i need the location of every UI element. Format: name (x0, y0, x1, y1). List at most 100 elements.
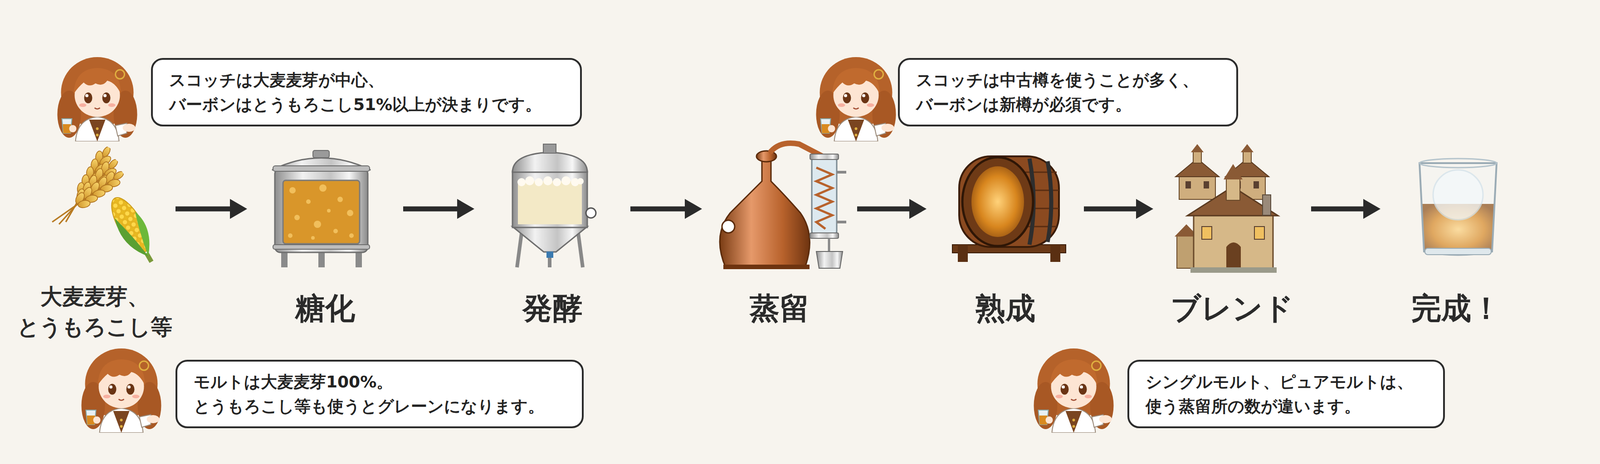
distillery-buildings-icon (1193, 151, 1202, 164)
pot-still-icon (816, 251, 843, 269)
distillery-buildings-icon (1179, 174, 1216, 200)
fermenter-icon (512, 171, 588, 228)
mash-tun-icon (282, 180, 360, 244)
mash-tun-icon (311, 236, 315, 240)
fermenter-icon (525, 176, 535, 186)
arrow-head (1363, 199, 1381, 220)
step-label: 蒸留 (749, 290, 810, 327)
fermenter-icon (512, 144, 596, 268)
process-step: ブレンド (1153, 136, 1312, 327)
distillery-buildings-icon (1226, 177, 1240, 201)
whisky-glass-icon (1424, 248, 1492, 255)
barrel-icon (962, 157, 1034, 247)
pot-still-icon (809, 154, 839, 160)
mash-tun-icon (273, 165, 370, 172)
flow-arrow (630, 199, 703, 220)
pot-still-icon (836, 220, 847, 224)
fermenter-icon (534, 178, 543, 187)
whisky-glass-icon (1419, 158, 1497, 168)
arrow-head (684, 199, 703, 220)
barrel-icon (1050, 244, 1061, 263)
fermenter-icon (512, 226, 588, 253)
process-step: 蒸留 (702, 136, 858, 327)
pot-still-icon (719, 156, 810, 268)
distillery-buildings-icon (1201, 226, 1212, 240)
process-step: 大麦麦芽、 とうもろこし等 (13, 136, 176, 343)
distillery-buildings-icon (1223, 164, 1243, 180)
step-label: ブレンド (1170, 290, 1294, 327)
mash-tun-icon (306, 199, 311, 205)
bubble-text: スコッチは大麦麦芽が中心、 バーボンはとうもろこし51%以上が決まりです。 (169, 68, 567, 118)
arrow-shaft (175, 206, 230, 212)
fermenter-icon (512, 152, 588, 173)
pot-still-icon (811, 156, 837, 236)
process-step: 完成！ (1380, 136, 1532, 327)
fermenter-icon (543, 176, 553, 186)
distillery-buildings-icon (1240, 144, 1254, 153)
fermenter-icon (517, 178, 526, 187)
mash-tun-icon (287, 233, 293, 239)
mash-tun-icon (312, 150, 330, 158)
pot-still-icon (836, 170, 847, 174)
fermenter-icon (517, 233, 522, 268)
mash-tun-icon (346, 209, 354, 217)
pot-still-icon (809, 233, 839, 239)
pot-still-icon (828, 238, 831, 253)
flow-arrow (1083, 199, 1154, 220)
arrow-shaft (630, 206, 685, 212)
fermenter-icon (517, 176, 584, 187)
mash-tun-icon (273, 244, 370, 250)
guide-character (81, 348, 162, 434)
corn-icon (125, 210, 160, 257)
mash-tun-icon (319, 184, 327, 192)
flow-arrow (857, 199, 927, 220)
distillery-buildings-icon (1193, 213, 1274, 269)
arrow-shaft (857, 206, 910, 212)
mash-tun-icon (294, 214, 300, 221)
distillery-buildings-icon (1190, 144, 1204, 153)
fermenter-icon (546, 251, 554, 259)
fermenter-icon (577, 178, 584, 185)
pot-still-icon (719, 143, 847, 270)
speech-bubble: シングルモルト、ピュアモルトは、 使う蒸留所の数が違います。 (1127, 360, 1445, 429)
fermenter-icon (543, 144, 557, 154)
speech-bubble: スコッチは大麦麦芽が中心、 バーボンはとうもろこし51%以上が決まりです。 (151, 58, 582, 127)
flow-arrow (175, 199, 248, 220)
mash-tun-icon (333, 229, 338, 234)
whisky-glass-icon (1419, 163, 1497, 256)
arrow-head (229, 199, 248, 220)
bubble-text: シングルモルト、ピュアモルトは、 使う蒸留所の数が違います。 (1145, 370, 1430, 420)
distillery-buildings-icon (1243, 151, 1252, 164)
arrow-shaft (403, 206, 458, 212)
fermenter-icon (561, 176, 571, 186)
flow-arrow (403, 199, 475, 220)
step-label: 発酵 (522, 290, 583, 327)
mash-tun-icon (272, 150, 371, 268)
mash-tun-icon (326, 209, 331, 213)
step-label: 熟成 (975, 290, 1036, 327)
pot-still-icon (721, 220, 735, 234)
distillery-buildings-icon (1190, 267, 1277, 274)
mash-tun-icon (289, 187, 296, 194)
corn-icon (103, 191, 163, 269)
mash-tun-icon (287, 184, 354, 240)
bubble-text: モルトは大麦麦芽100%。 とうもろこし等も使うとグレーンになります。 (193, 370, 569, 420)
process-step: 糖化 (247, 136, 404, 327)
arrow-head (1136, 199, 1154, 220)
barrel-icon (1047, 161, 1052, 243)
fermenter-icon (585, 208, 596, 219)
guide-character (1034, 348, 1114, 434)
guide-character (816, 57, 897, 142)
distillery-buildings-icon (1254, 226, 1265, 240)
distillery-buildings-icon (1253, 181, 1259, 189)
arrow-head (457, 199, 475, 220)
arrow-shaft (1311, 206, 1364, 212)
distillery-buildings-icon (1174, 144, 1279, 274)
arrow-head (909, 199, 927, 220)
guide-character (57, 57, 138, 142)
bubble-text: スコッチは中古樽を使うことが多く、 バーボンは新樽が必須です。 (916, 68, 1223, 118)
pot-still-icon (816, 167, 833, 230)
fermenter-icon (578, 233, 583, 268)
mash-tun-icon (313, 220, 322, 229)
step-label: 完成！ (1411, 290, 1502, 327)
